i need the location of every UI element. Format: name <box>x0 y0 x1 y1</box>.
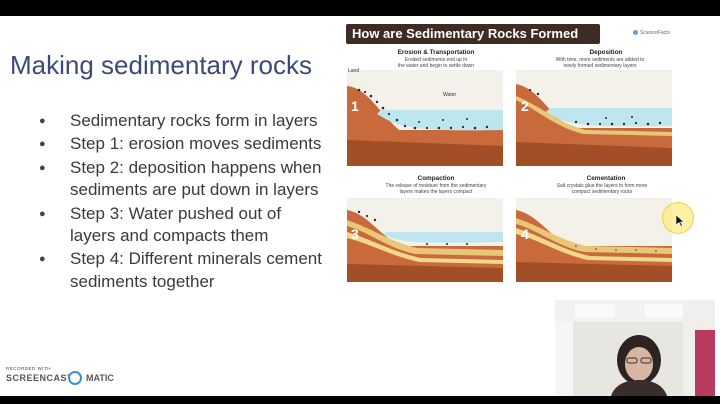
step-1-desc-line: the water and begin to settle down <box>397 63 475 69</box>
step-2-desc-line: With time, more sediments are added to <box>555 57 645 63</box>
step-3-number: 3 <box>351 226 359 242</box>
step-4-heading: Cementation <box>586 175 626 182</box>
bullet-item: Step 4: Different minerals cement sedime… <box>34 248 324 293</box>
presenter-video-icon <box>555 300 715 396</box>
bullet-item: Step 2: deposition happens when sediment… <box>34 157 324 202</box>
bullet-item: Sedimentary rocks form in layers <box>34 110 324 133</box>
recorded-with-label: RECORDED WITH <box>6 366 51 371</box>
step-1-panel <box>347 70 503 166</box>
mouse-cursor-icon <box>676 215 685 227</box>
bullet-list: Sedimentary rocks form in layers Step 1:… <box>34 110 324 294</box>
slide-title: Making sedimentary rocks <box>10 50 312 80</box>
step-3-heading: Compaction <box>417 175 455 182</box>
presentation-slide: Making sedimentary rocks Sedimentary roc… <box>0 16 720 396</box>
step-3-desc-line: The release of moisture from the sedimen… <box>385 183 487 189</box>
step-4-desc-line: Salt crystals glue the layers to form mo… <box>556 183 648 189</box>
step-3-description: The release of moisture from the sedimen… <box>357 183 515 195</box>
watermark-brand-prefix: SCREENCAST <box>6 373 74 383</box>
step-4-number: 4 <box>521 226 529 242</box>
step-1-desc-line: Eroded sediments end up in <box>404 57 468 63</box>
sedimentary-rocks-infographic: How are Sedimentary Rocks Formed Science… <box>343 22 676 286</box>
water-label: Water <box>443 92 457 98</box>
step-2-panel <box>516 70 672 166</box>
land-label: Land <box>348 68 360 74</box>
screencast-logo-icon <box>68 371 82 385</box>
step-1-heading: Erosion & Transportation <box>397 49 475 56</box>
step-4-desc-line: compact sedimentary rocks <box>571 189 633 195</box>
screencast-watermark: RECORDED WITH SCREENCAST MATIC <box>6 366 126 396</box>
bullet-item: Step 1: erosion moves sediments <box>34 133 324 156</box>
brand-name: ScienceFacts <box>640 30 671 36</box>
step-3-desc-line: layers makes the layers compact <box>399 189 473 195</box>
step-4-description: Salt crystals glue the layers to form mo… <box>523 183 681 195</box>
step-2-desc-line: newly formed sedimentary layers <box>563 63 637 69</box>
step-1-description: Eroded sediments end up in the water and… <box>361 57 511 69</box>
step-2-number: 2 <box>521 98 529 114</box>
infographic-brand: ScienceFacts <box>633 30 670 36</box>
webcam-overlay <box>555 300 715 396</box>
step-4-panel <box>516 198 672 282</box>
infographic-title: How are Sedimentary Rocks Formed <box>352 26 579 41</box>
infographic-header: How are Sedimentary Rocks Formed <box>346 24 600 44</box>
step-3-panel <box>347 198 503 282</box>
watermark-brand-suffix: MATIC <box>86 373 114 383</box>
brand-logo-icon <box>633 30 638 36</box>
step-2-description: With time, more sediments are added to n… <box>525 57 675 69</box>
step-2-heading: Deposition <box>589 49 623 56</box>
step-1-number: 1 <box>351 98 359 114</box>
bullet-item: Step 3: Water pushed out of layers and c… <box>34 203 324 248</box>
